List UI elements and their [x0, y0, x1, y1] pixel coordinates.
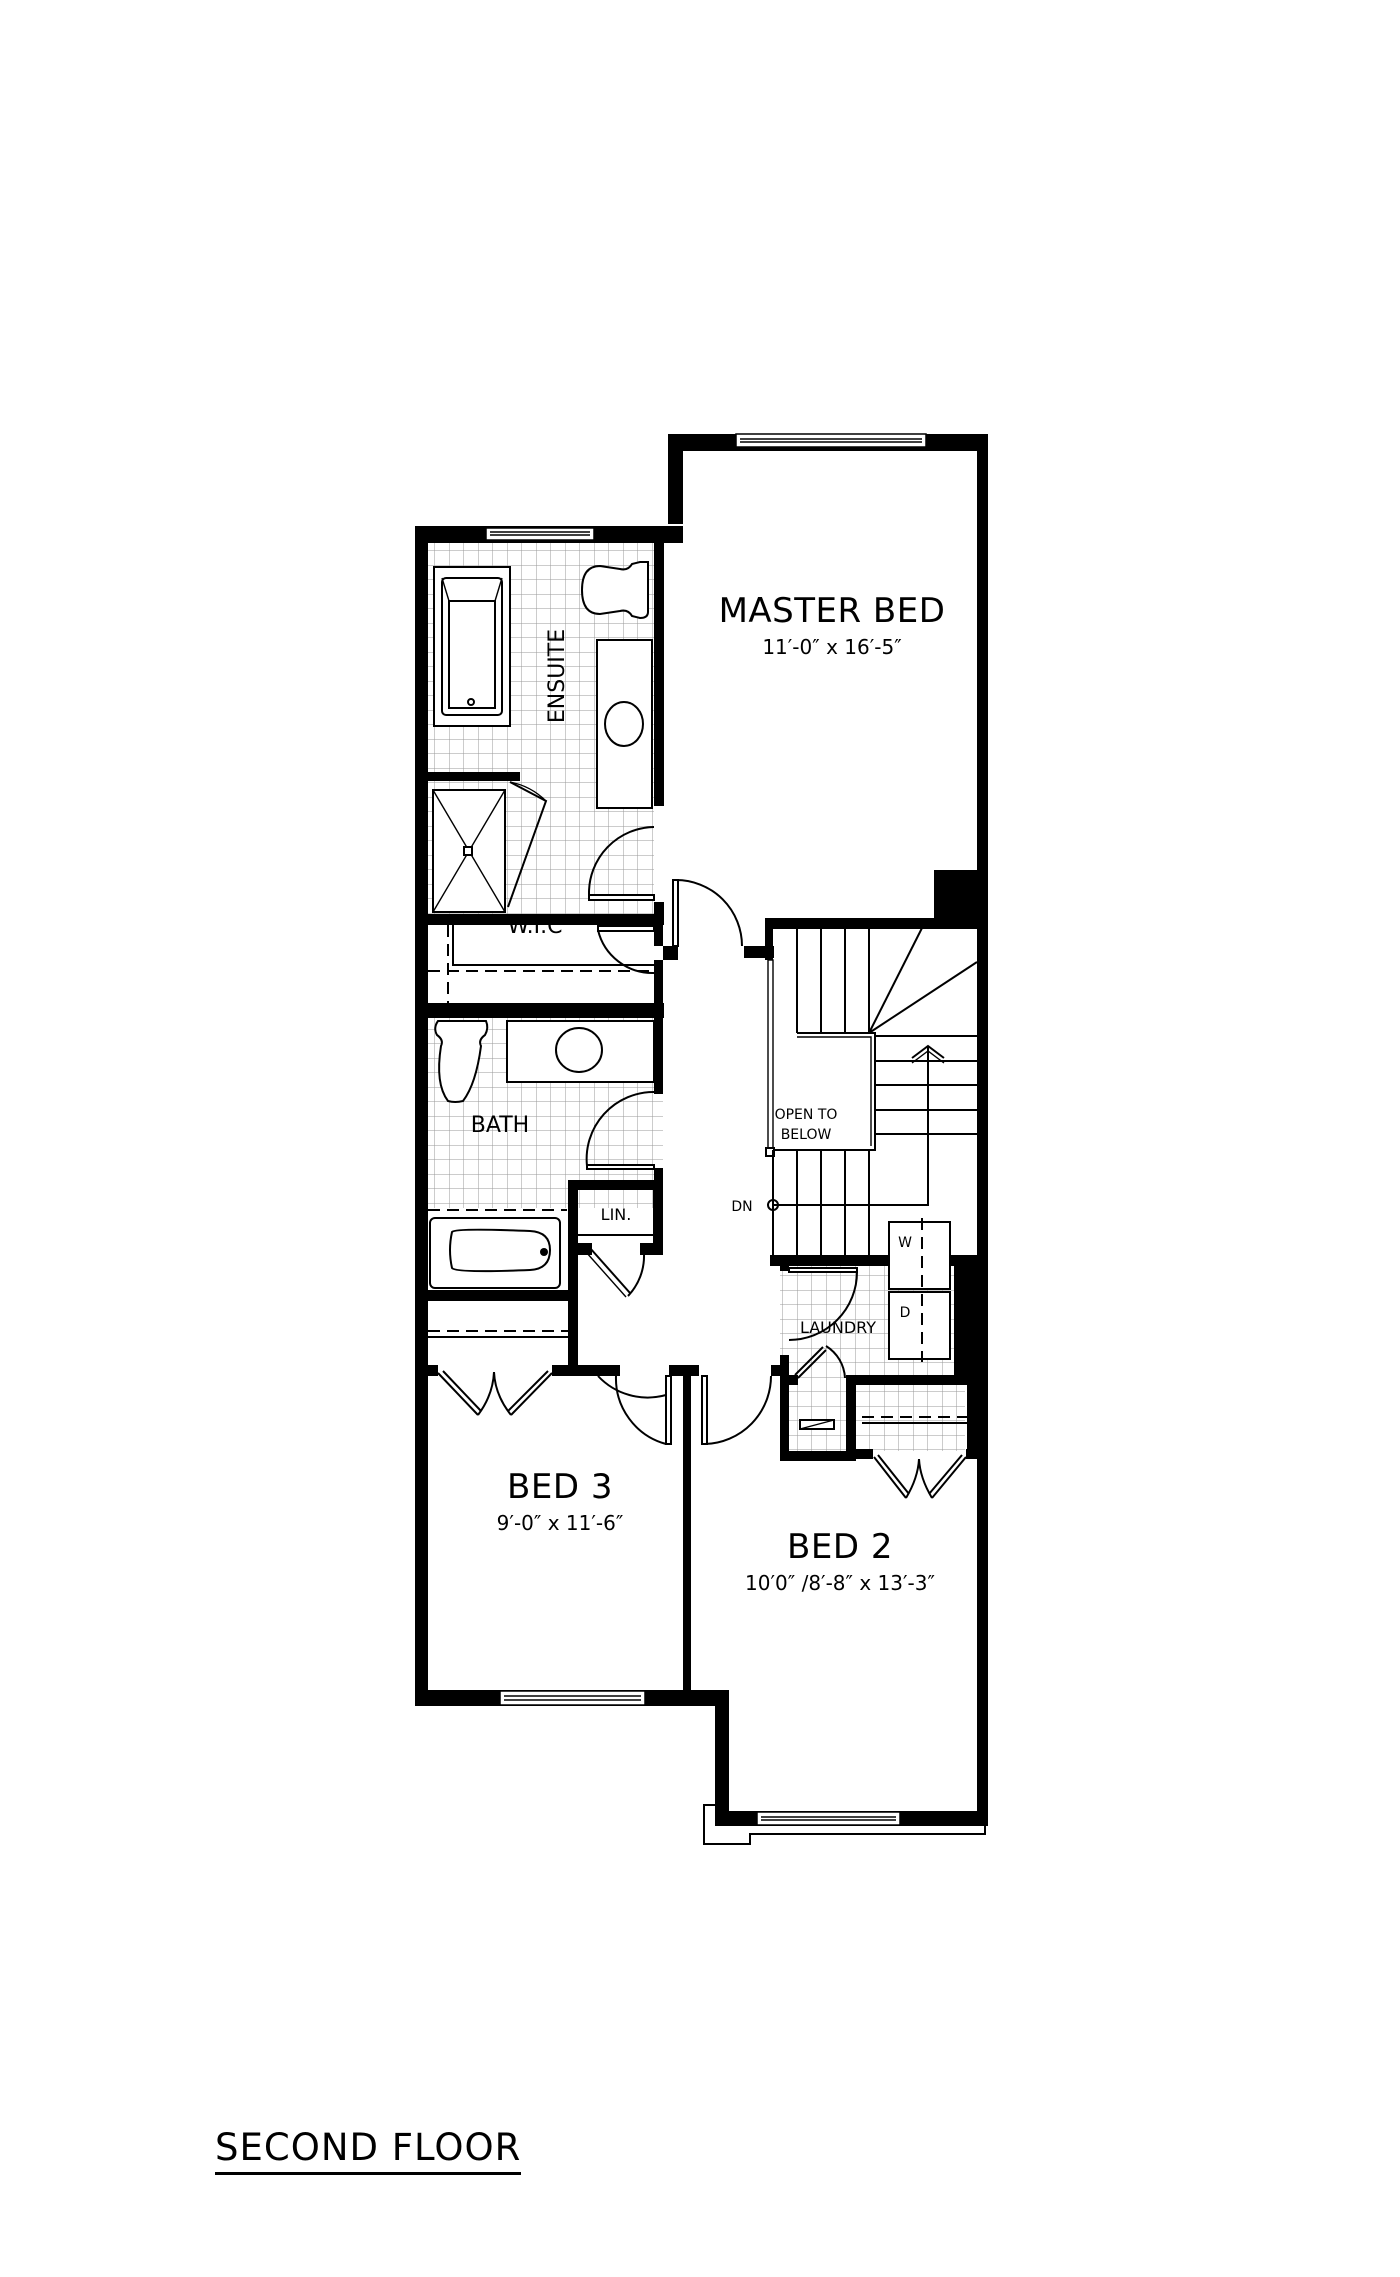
- bed2-right-wall: [977, 1380, 988, 1825]
- ensuite-door[interactable]: [587, 826, 655, 901]
- ensuite-bottom-wall: [415, 914, 664, 925]
- ensuite-label: ENSUITE: [545, 629, 570, 723]
- tub-bottom-wall: [415, 1290, 578, 1301]
- stair-railing: [767, 959, 774, 1151]
- bed2-room[interactable]: BED 2 10′0″ /8′-8″ x 13′-3″: [703, 1380, 988, 1845]
- bath-bathtub: [428, 1209, 567, 1289]
- wic-right-wall: [654, 960, 663, 1018]
- laundry-closet-right-wall: [846, 1375, 856, 1461]
- bed2-label: BED 2: [787, 1527, 893, 1567]
- bed3-bed2-divider-wall: [683, 1376, 691, 1706]
- ensuite-bathtub: [433, 566, 511, 727]
- wic-door[interactable]: [597, 925, 655, 975]
- ensuite-vanity: [596, 639, 653, 809]
- shower-top-wall: [428, 772, 520, 781]
- open-to-below-line2: BELOW: [781, 1127, 832, 1143]
- bath-right-wall-stub: [654, 1168, 663, 1180]
- linen-door[interactable]: [585, 1247, 646, 1298]
- stair-bottom-wall: [770, 1255, 977, 1266]
- bath-label: BATH: [471, 1113, 529, 1138]
- wic-right-wall-top: [654, 925, 663, 946]
- outer-left-wall: [415, 526, 428, 1706]
- stair-down-label: DN: [731, 1199, 752, 1215]
- laundry-left-wall: [780, 1355, 789, 1460]
- bed3-closet-bifold-doors[interactable]: [437, 1370, 553, 1416]
- linen-closet[interactable]: LIN.: [578, 1180, 663, 1298]
- bath-door[interactable]: [585, 1090, 655, 1170]
- bath-vanity: [506, 1020, 655, 1083]
- bath-right-wall: [654, 1018, 663, 1094]
- master-bed-label: MASTER BED: [719, 591, 946, 631]
- ensuite-toilet: [580, 561, 649, 620]
- bed3-door[interactable]: [597, 1365, 672, 1445]
- stair-top-wall: [765, 918, 988, 929]
- ensuite-right-wall-stub: [654, 902, 664, 925]
- master-window: [735, 433, 927, 448]
- master-left-jog-wall: [668, 434, 683, 524]
- bath-linen-divider-wall: [568, 1180, 578, 1300]
- laundry-bottom-right-wall: [846, 1375, 977, 1385]
- washer-appliance: [888, 1221, 951, 1290]
- dryer-label: D: [900, 1305, 911, 1321]
- bed2-dimensions: 10′0″ /8′-8″ x 13′-3″: [745, 1571, 935, 1595]
- bed3-label: BED 3: [507, 1467, 613, 1507]
- bed2-closet-bifold-doors[interactable]: [873, 1454, 967, 1499]
- bed-divider-wall-top: [669, 1365, 699, 1376]
- floor-title: SECOND FLOOR: [215, 2126, 522, 2175]
- master-corner-column: [934, 870, 988, 918]
- stair-arrow-icon: [911, 1044, 945, 1059]
- linen-top-wall: [568, 1180, 663, 1190]
- walk-in-closet[interactable]: W.I.C: [415, 914, 664, 1018]
- bed2-left-wall: [715, 1690, 729, 1825]
- bed3-room[interactable]: BED 3 9′-0″ x 11′-6″: [415, 1467, 729, 1706]
- ensuite-right-wall: [654, 543, 664, 806]
- laundry-room[interactable]: W D LAUNDRY: [780, 1218, 978, 1461]
- wic-shelf: [452, 925, 654, 966]
- outer-right-wall: [977, 434, 988, 1264]
- linen-label: LIN.: [601, 1205, 632, 1224]
- ensuite-room[interactable]: ENSUITE: [415, 526, 683, 1706]
- stair-left-wall-stub: [765, 918, 773, 960]
- ensuite-shower: [432, 781, 548, 913]
- stair-direction-line: [774, 1046, 929, 1206]
- bath-room[interactable]: BATH: [415, 1018, 663, 1301]
- bed2-window: [756, 1811, 901, 1826]
- ensuite-window: [485, 527, 595, 541]
- laundry-door[interactable]: [788, 1267, 858, 1341]
- master-bed-dimensions: 11′-0″ x 16′-5″: [762, 635, 901, 659]
- stair-start-marker: [767, 1199, 779, 1211]
- master-bed-door[interactable]: [663, 879, 774, 960]
- laundry-bottom-wall: [780, 1451, 856, 1461]
- washer-label: W: [898, 1235, 912, 1251]
- bed3-window: [499, 1690, 646, 1706]
- master-bed-room[interactable]: MASTER BED 11′-0″ x 16′-5″: [668, 433, 988, 1264]
- bed3-dimensions: 9′-0″ x 11′-6″: [497, 1511, 624, 1535]
- laundry-label: LAUNDRY: [800, 1318, 876, 1337]
- linen-right-wall: [653, 1180, 663, 1255]
- laundry-closet-door[interactable]: [794, 1345, 846, 1379]
- bed2-door[interactable]: [701, 1365, 785, 1445]
- dryer-appliance: [888, 1291, 951, 1360]
- bed2-ledge-outline: [703, 1804, 986, 1845]
- bath-toilet: [434, 1020, 489, 1103]
- bed3-closet-right-wall: [568, 1290, 578, 1376]
- tub-drain: [540, 1248, 548, 1256]
- bed3-closet[interactable]: [428, 1290, 600, 1416]
- wic-bottom-wall: [415, 1003, 664, 1018]
- wic-label: W.I.C: [507, 914, 562, 939]
- open-to-below-line1: OPEN TO: [775, 1107, 838, 1123]
